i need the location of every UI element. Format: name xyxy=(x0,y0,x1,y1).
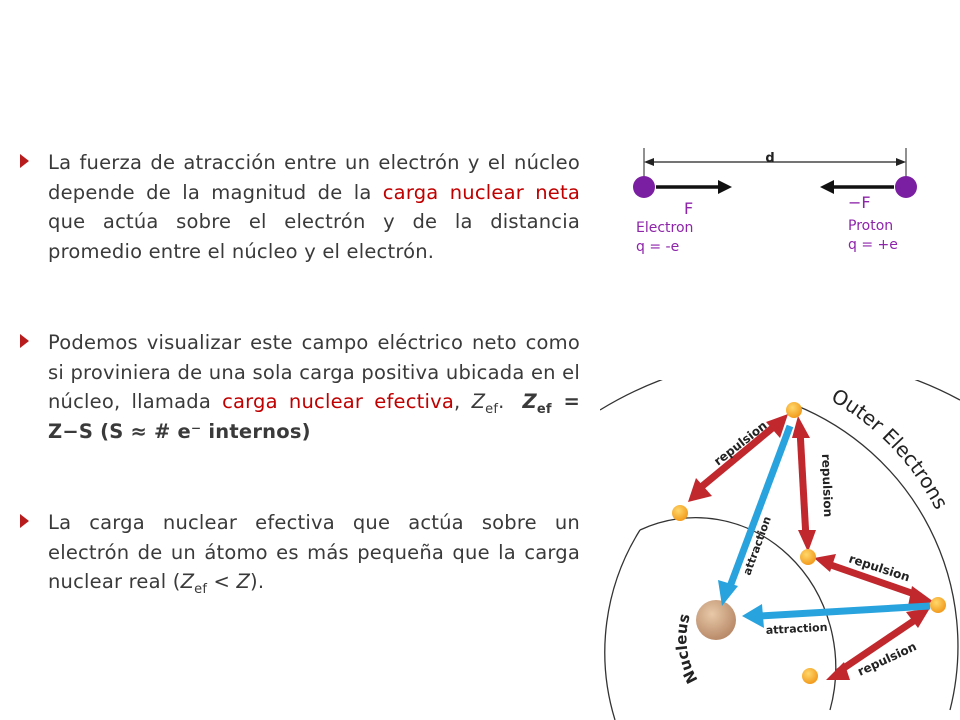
formula-z: Z xyxy=(522,390,537,413)
repulsion-label: repulsion xyxy=(711,418,770,468)
zef-symbol: Z xyxy=(471,390,486,413)
electron-dot xyxy=(786,402,802,418)
z-symbol: Z xyxy=(236,570,251,593)
bullet-effective-charge: Podemos visualizar este campo eléctrico … xyxy=(18,328,580,446)
bullet-text-pre: La fuerza de atracción entre un electrón… xyxy=(48,151,580,204)
zef-subscript: ef xyxy=(485,401,499,417)
outer-shell xyxy=(794,404,959,711)
electron-dot xyxy=(802,668,818,684)
coulomb-diagram: d F −F Electron q = -e Proton q = +e xyxy=(633,148,917,255)
shielding-diagram: Nucleus Outer Electrons repulsion repuls… xyxy=(600,380,960,720)
force-arrow-right-icon xyxy=(718,180,732,194)
attraction-arrowheads xyxy=(718,580,764,628)
bullet-list: La fuerza de atracción entre un electrón… xyxy=(18,148,580,597)
bullet-arrow-icon xyxy=(20,154,29,168)
electron-dot xyxy=(930,597,946,613)
outer-shell-left xyxy=(604,529,641,720)
distance-arrow-left-icon xyxy=(644,158,654,166)
bullet-comparison: La carga nuclear efectiva que actúa sobr… xyxy=(18,508,580,597)
bullet-arrow-icon xyxy=(20,514,29,528)
repulsion-label: repulsion xyxy=(855,639,918,678)
less-than: < xyxy=(207,570,237,593)
force-label-right: −F xyxy=(848,193,871,212)
bullet-text-post: , xyxy=(454,390,472,413)
zef-formula: Zef = Z−S (S ≈ # e⁻ internos) xyxy=(48,390,580,443)
nucleus xyxy=(696,600,736,640)
bullet-coulomb: La fuerza de atracción entre un electrón… xyxy=(18,148,580,266)
force-arrow-left-icon xyxy=(820,180,834,194)
proton-label: Proton xyxy=(848,218,893,234)
attraction-label: attraction xyxy=(765,621,827,637)
distance-arrow-right-icon xyxy=(896,158,906,166)
attraction-arrows xyxy=(724,424,931,620)
outer-shell-top xyxy=(600,380,960,411)
force-label-left: F xyxy=(684,199,693,218)
bullet-text-pre: Podemos visualizar este campo eléctrico … xyxy=(48,331,580,413)
repulsion-label: repulsion xyxy=(819,454,835,518)
bullet-arrow-icon xyxy=(20,334,29,348)
electron-dot xyxy=(672,505,688,521)
bullet-text-pre: La carga nuclear efectiva que actúa sobr… xyxy=(48,511,580,593)
outer-electrons-label: Outer Electrons xyxy=(827,384,953,513)
formula-sub: ef xyxy=(536,401,552,417)
distance-label: d xyxy=(765,151,774,166)
zef-dot: . xyxy=(498,390,505,413)
electron-charge: q = -e xyxy=(636,239,679,255)
bullet-text-post: que actúa sobre el electrón y de la dist… xyxy=(48,210,580,263)
bullet-text-post: ). xyxy=(250,570,265,593)
formula-rest: = Z−S (S ≈ # e⁻ internos) xyxy=(48,390,580,443)
proton-dot xyxy=(895,176,917,198)
zef-subscript: ef xyxy=(194,581,208,597)
repulsion-arrows xyxy=(697,422,922,675)
zef-symbol: Z xyxy=(180,570,195,593)
electron-dot xyxy=(800,549,816,565)
electron-label: Electron xyxy=(636,220,693,236)
bullet-highlight: carga nuclear efectiva xyxy=(222,390,455,413)
repulsion-arrowheads xyxy=(688,414,934,680)
bullet-highlight: carga nuclear neta xyxy=(382,180,580,204)
proton-charge: q = +e xyxy=(848,237,898,253)
electron-dot xyxy=(633,176,655,198)
